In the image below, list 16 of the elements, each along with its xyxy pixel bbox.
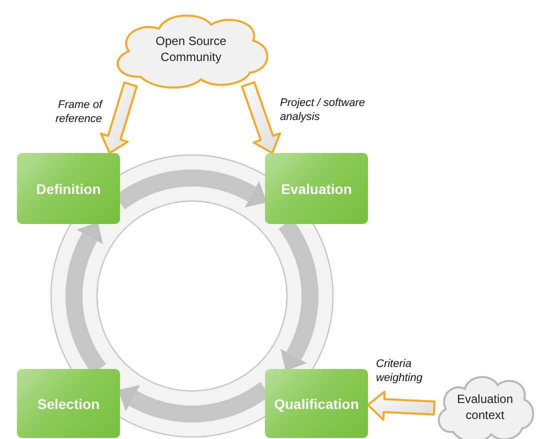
cloud-text: Open Source Community: [154, 34, 228, 66]
block-arrow: [241, 81, 282, 154]
box-label: Selection: [36, 396, 101, 412]
edge-label: Frame of reference: [54, 98, 102, 127]
edge-label: Project / software analysis: [280, 96, 366, 125]
box-label: Evaluation: [280, 180, 353, 196]
block-arrow: [100, 82, 138, 154]
process-box: [17, 153, 120, 224]
process-box: [17, 369, 120, 438]
process-box: [265, 153, 368, 224]
block-arrow: [367, 390, 436, 421]
box-label: Qualification: [273, 396, 360, 412]
box-label: Definition: [35, 180, 102, 196]
edge-label: Criteria weighting: [376, 357, 424, 386]
process-box: [265, 369, 368, 438]
cloud-text: Evaluation context: [456, 392, 514, 424]
